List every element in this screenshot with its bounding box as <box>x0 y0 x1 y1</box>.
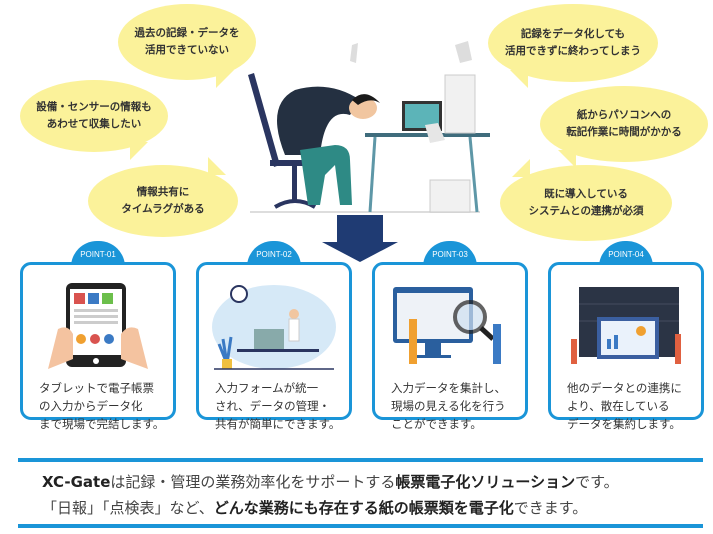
speech-bubble-sensor-info: 設備・センサーの情報もあわせて収集したい <box>20 80 168 160</box>
point-text: タブレットで電子帳票 <box>39 381 154 395</box>
point-text: 他のデータとの連携に <box>567 381 682 395</box>
bubble-text: あわせて収集したい <box>46 118 142 130</box>
summary-line-2: 「日報」「点検表」など、どんな業務にも存在する紙の帳票類を電子化できます。 <box>42 497 587 518</box>
down-arrow-head <box>322 242 398 262</box>
point-text: まで現場で完結します。 <box>39 417 165 431</box>
down-arrow <box>337 215 383 243</box>
point-text: ことができます。 <box>391 417 482 431</box>
office-worker-illustration <box>212 285 336 370</box>
tablet-illustration <box>48 283 148 369</box>
bubble-text: 設備・センサーの情報も <box>36 101 152 113</box>
point-text: データを集約します。 <box>567 417 681 431</box>
bubble-text: タイムラグがある <box>121 203 205 215</box>
bubble-text: 記録をデータ化しても <box>520 28 626 40</box>
speech-bubble-unused-data: 記録をデータ化しても活用できずに終わってしまう <box>488 4 658 88</box>
speech-bubble-transcription: 紙からパソコンへの転記作業に時間がかかる <box>540 86 708 168</box>
summary-text: 「日報」「点検表」など、 <box>42 499 214 517</box>
bubble-text: システムとの連携が必須 <box>528 205 644 217</box>
speech-bubble-past-records: 過去の記録・データを活用できていない <box>118 4 256 88</box>
speech-bubble-system-integration: 既に導入しているシステムとの連携が必須 <box>500 159 672 241</box>
point-card-01: タブレットで電子帳票の入力からデータ化まで現場で完結します。 <box>20 262 176 431</box>
point-card-03: 入力データを集計し、現場の見える化を行うことができます。 <box>372 262 528 431</box>
summary-text: は記録・管理の業務効率化をサポートする <box>110 473 396 491</box>
summary-text: できます。 <box>513 499 588 517</box>
divider-top <box>18 458 703 462</box>
bubble-text: 活用できていない <box>145 44 229 56</box>
bubble-text: 紙からパソコンへの <box>576 109 672 121</box>
point-card-04: 他のデータとの連携により、散在しているデータを集約します。 <box>548 262 704 431</box>
summary-emphasis: 帳票電子化ソリューション <box>395 473 576 491</box>
point-text: 共有が簡単にできます。 <box>215 417 341 431</box>
bubble-text: 過去の記録・データを <box>134 27 240 39</box>
summary-emphasis: どんな業務にも存在する紙の帳票類を電子化 <box>213 499 514 517</box>
summary-line-1: XC-Gateは記録・管理の業務効率化をサポートする帳票電子化ソリューションです… <box>42 471 619 492</box>
point-text: の入力からデータ化 <box>39 399 143 413</box>
bubble-text: 活用できずに終わってしまう <box>505 45 641 57</box>
speech-bubble-time-lag: 情報共有にタイムラグがある <box>88 157 238 237</box>
point-text: 現場の見える化を行う <box>391 399 506 413</box>
data-analysis-illustration <box>393 287 501 364</box>
divider-bottom <box>18 524 703 528</box>
point-card-02: 入力フォームが統一され、データの管理・共有が簡単にできます。 <box>196 262 352 431</box>
tired-worker-illustration <box>248 41 490 213</box>
server-dashboard-illustration <box>571 287 681 364</box>
point-text: され、データの管理・ <box>215 399 331 413</box>
point-text: より、散在している <box>567 399 670 413</box>
point-text: 入力フォームが統一 <box>215 381 319 395</box>
bubble-text: 転記作業に時間がかかる <box>566 126 682 138</box>
bubble-text: 既に導入している <box>544 188 628 200</box>
point-text: 入力データを集計し、 <box>391 381 506 395</box>
summary-text: です。 <box>575 473 619 491</box>
bubble-text: 情報共有に <box>136 186 190 198</box>
summary-product-name: XC-Gate <box>42 473 111 491</box>
